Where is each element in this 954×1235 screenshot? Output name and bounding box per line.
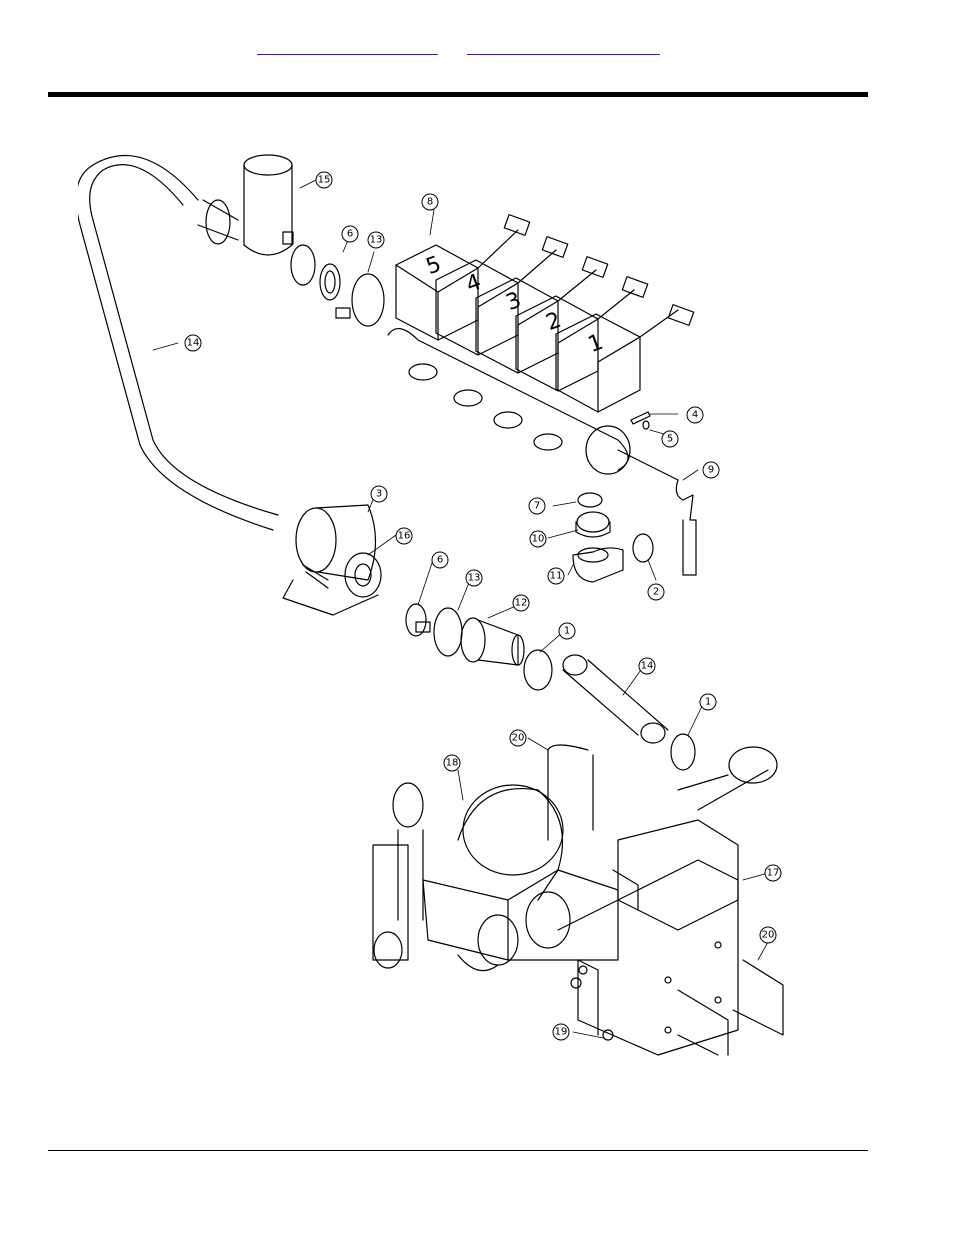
- header-rule: [48, 92, 868, 97]
- valve-number-1: 1: [585, 330, 607, 358]
- valve-number-3: 3: [503, 288, 525, 316]
- elbow-11: [572, 547, 624, 583]
- callout-18: 18: [443, 754, 461, 772]
- hose-short: [562, 654, 669, 744]
- callout-8: 8: [421, 193, 439, 211]
- callout-20-upper: 20: [509, 729, 527, 747]
- clamp-upper: [351, 273, 385, 327]
- valve-bank: [387, 214, 695, 481]
- elbow-fitting: [197, 154, 316, 286]
- callout-14-lower: 14: [638, 657, 656, 675]
- callout-2: 2: [647, 583, 665, 601]
- svg-text:9: 9: [708, 465, 714, 476]
- svg-text:19: 19: [555, 1027, 568, 1038]
- nut-19-upper: [570, 977, 582, 989]
- callout-9: 9: [702, 461, 720, 479]
- callout-12: 12: [512, 594, 530, 612]
- callout-7: 7: [528, 497, 546, 515]
- callout-6-lower: 6: [431, 551, 449, 569]
- callout-13-lower: 13: [465, 569, 483, 587]
- callout-3: 3: [370, 485, 388, 503]
- svg-text:10: 10: [532, 534, 545, 545]
- gasket-upper: [319, 263, 341, 301]
- bolt-4: [630, 411, 651, 425]
- callout-13-upper: 13: [367, 231, 385, 249]
- callout-11: 11: [547, 567, 565, 585]
- valve-number-4: 4: [463, 270, 485, 298]
- svg-text:13: 13: [370, 235, 383, 246]
- svg-text:6: 6: [437, 555, 443, 566]
- svg-text:7: 7: [534, 501, 540, 512]
- fitting-12: [460, 617, 525, 666]
- gasket-7: [577, 492, 603, 508]
- elbow-9: [675, 479, 697, 576]
- svg-text:14: 14: [187, 338, 200, 349]
- gasket-lower: [405, 603, 427, 637]
- svg-text:13: 13: [468, 573, 481, 584]
- svg-text:18: 18: [446, 758, 459, 769]
- callout-1-lower: 1: [699, 693, 717, 711]
- svg-text:3: 3: [376, 489, 382, 500]
- nut-19-lower: [602, 1029, 614, 1041]
- svg-text:16: 16: [398, 531, 411, 542]
- svg-text:4: 4: [692, 410, 698, 421]
- washer-5: [642, 420, 650, 430]
- callout-4: 4: [686, 406, 704, 424]
- svg-text:17: 17: [767, 868, 780, 879]
- callout-6-upper: 6: [341, 225, 359, 243]
- callout-14-upper: 14: [184, 334, 202, 352]
- callout-5: 5: [661, 430, 679, 448]
- svg-text:1: 1: [564, 626, 570, 637]
- hose-long: [78, 154, 279, 531]
- callout-15: 15: [315, 171, 333, 189]
- nav-link-left[interactable]: [257, 40, 438, 55]
- callout-19: 19: [552, 1023, 570, 1041]
- svg-text:14: 14: [641, 661, 654, 672]
- nav-link-right[interactable]: [467, 40, 660, 55]
- svg-text:20: 20: [762, 930, 775, 941]
- svg-text:20: 20: [512, 733, 525, 744]
- svg-text:11: 11: [550, 571, 563, 582]
- callout-16: 16: [395, 527, 413, 545]
- svg-text:12: 12: [515, 598, 528, 609]
- svg-text:15: 15: [318, 175, 331, 186]
- callout-20-lower: 20: [759, 926, 777, 944]
- pump-assembly: [372, 744, 784, 1056]
- callout-17: 17: [764, 864, 782, 882]
- svg-text:5: 5: [667, 434, 673, 445]
- svg-text:8: 8: [427, 197, 433, 208]
- clamp-2: [632, 533, 654, 563]
- clamp-1-lower: [670, 733, 696, 771]
- footer-rule: [48, 1150, 868, 1151]
- clamp-lower: [433, 607, 463, 657]
- svg-text:1: 1: [705, 697, 711, 708]
- valve-number-2: 2: [543, 308, 565, 336]
- lower-elbow: [282, 504, 382, 616]
- callout-10: 10: [529, 530, 547, 548]
- parts-diagram: 5 4 3 2 1: [78, 154, 784, 1056]
- svg-text:6: 6: [347, 229, 353, 240]
- svg-text:2: 2: [653, 587, 659, 598]
- valve-number-5: 5: [423, 252, 445, 280]
- clamp-10: [576, 511, 610, 533]
- callout-1-upper: 1: [558, 622, 576, 640]
- clamp-1-upper: [523, 649, 553, 691]
